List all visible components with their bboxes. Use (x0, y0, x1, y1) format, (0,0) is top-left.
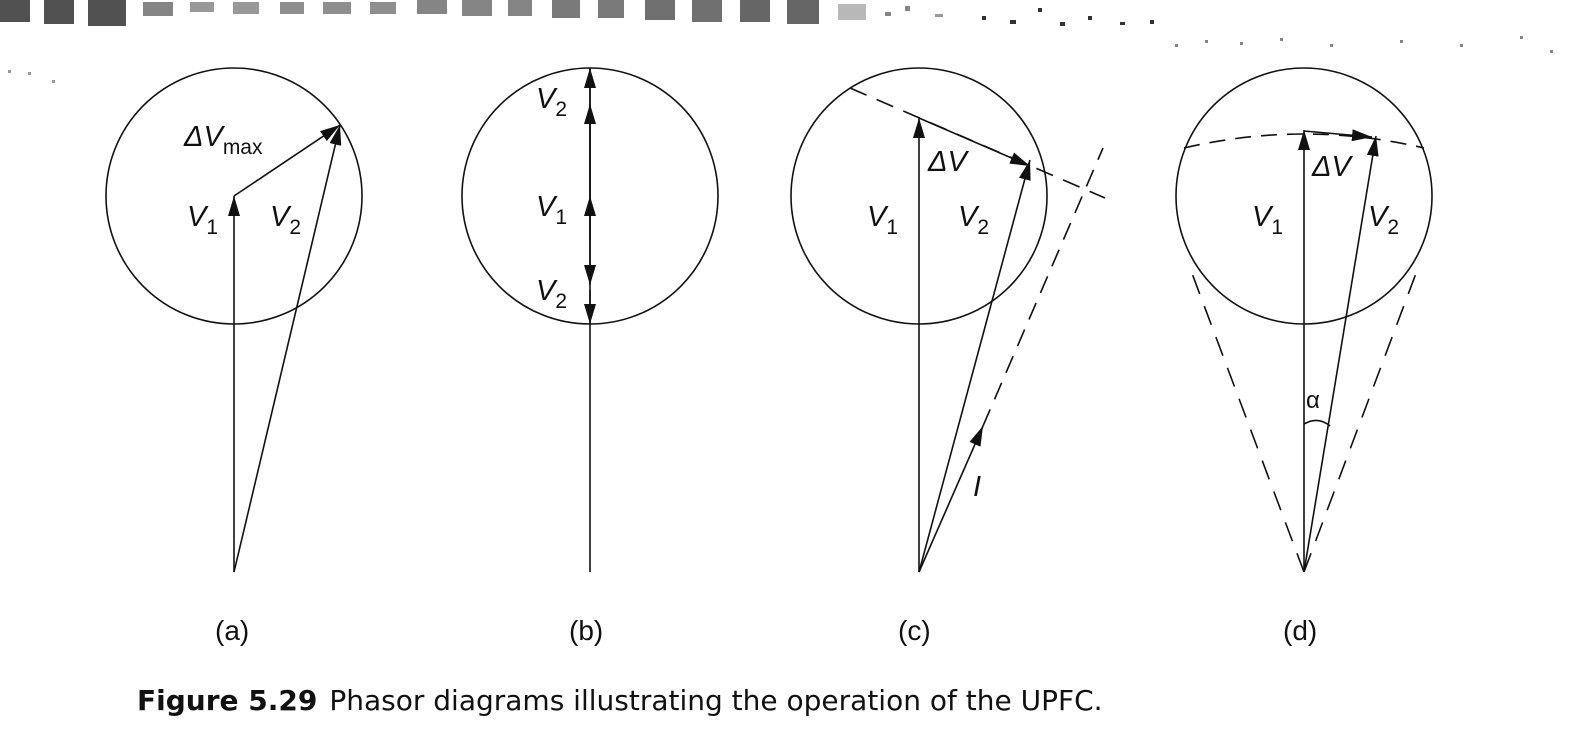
panel-b-v2-top-label: V2 (536, 83, 567, 121)
panel-c-v2-phasor (918, 159, 1031, 573)
panel-a-v2-label: V2 (270, 201, 301, 239)
panel-d-dashed-bound-left (1189, 267, 1305, 573)
panel-a-label: (a) (215, 615, 249, 646)
panel-d-alpha-label: α (1306, 387, 1320, 414)
panel-a-dvmax-label: ΔVmax (183, 121, 263, 159)
panel-b-v2-bottom-label: V2 (536, 275, 567, 313)
panel-a (105, 67, 363, 573)
panel-d-dashed-arc (1183, 133, 1425, 149)
panel-c-i-phasor (918, 425, 984, 573)
panel-d-dv-label: ΔV (1311, 151, 1353, 183)
panel-c-dv-label: ΔV (927, 146, 969, 178)
panel-b-v1-label: V1 (536, 191, 567, 229)
panel-c-v2-label: V2 (958, 201, 989, 239)
panel-d-label: (d) (1283, 615, 1317, 646)
panel-b-label: (b) (569, 615, 603, 646)
panel-d-angle-arc (1303, 419, 1331, 427)
panel-b (461, 67, 719, 572)
panel-d-v2-phasor (1303, 135, 1379, 573)
figure-number: Figure 5.29 (137, 684, 318, 717)
figure-caption: Figure 5.29 Phasor diagrams illustrating … (137, 684, 1103, 717)
scan-noise-strip (0, 0, 1553, 83)
panel-d-dv-phasor (1303, 129, 1373, 142)
panel-c (790, 67, 1106, 573)
panel-a-dvmax-phasor (233, 124, 341, 197)
panel-d (1175, 67, 1433, 573)
panel-a-v2-phasor (233, 124, 342, 573)
figure-caption-text: Phasor diagrams illustrating the operati… (329, 684, 1103, 717)
panel-c-i-label: I (973, 471, 981, 503)
panel-c-label: (c) (898, 615, 931, 646)
panel-d-v1-label: V1 (1252, 201, 1283, 239)
panel-a-v1-label: V1 (187, 201, 218, 239)
panel-d-dashed-bound-right (1303, 267, 1419, 573)
panel-c-dashed-locus (849, 87, 1106, 199)
panel-c-v1-label: V1 (867, 201, 898, 239)
panel-d-v2-label: V2 (1368, 201, 1399, 239)
panel-c-dashed-current-direction (982, 147, 1104, 427)
